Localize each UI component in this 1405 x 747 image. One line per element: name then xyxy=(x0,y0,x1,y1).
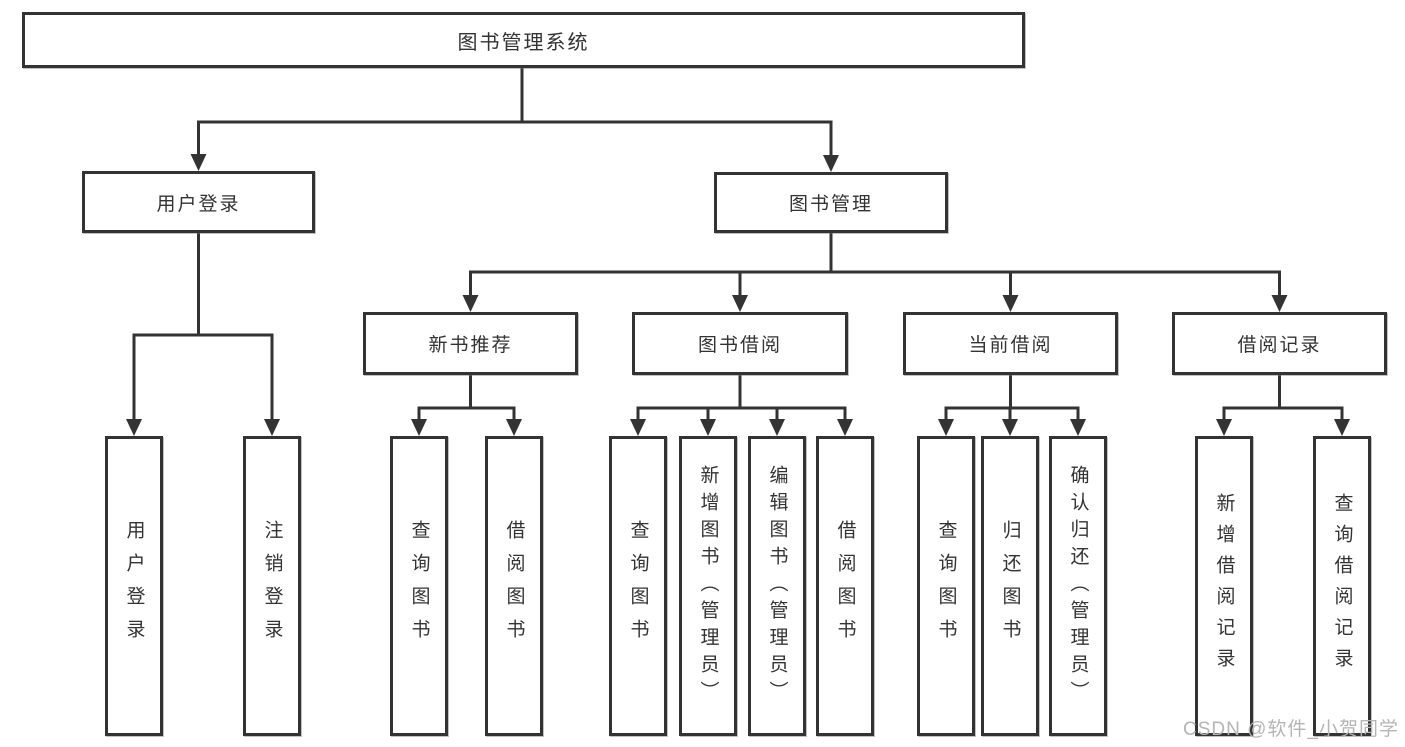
leaf-query-books-recommend: 查询图书 xyxy=(390,436,448,736)
node-current-borrowing: 当前借阅 xyxy=(903,312,1118,375)
node-user-login: 用户登录 xyxy=(82,171,315,233)
node-book-borrowing: 图书借阅 xyxy=(632,312,848,375)
leaf-query-borrow-record: 查询借阅记录 xyxy=(1313,436,1371,736)
leaf-query-books-borrowing: 查询图书 xyxy=(609,436,667,736)
node-new-book-recommend: 新书推荐 xyxy=(363,312,578,375)
leaf-add-book-admin: 新增图书（管理员） xyxy=(679,436,737,736)
node-book-management: 图书管理 xyxy=(714,172,948,233)
leaf-borrow-books-borrowing: 借阅图书 xyxy=(816,436,874,736)
leaf-user-login: 用户登录 xyxy=(105,436,163,736)
node-library-management-system: 图书管理系统 xyxy=(22,12,1025,68)
leaf-query-books-current: 查询图书 xyxy=(917,436,975,736)
leaf-edit-book-admin: 编辑图书（管理员） xyxy=(748,436,806,736)
leaf-add-borrow-record: 新增借阅记录 xyxy=(1195,436,1253,736)
leaf-confirm-return-admin: 确认归还（管理员） xyxy=(1049,436,1107,736)
node-borrowing-records: 借阅记录 xyxy=(1172,312,1387,375)
leaf-return-books: 归还图书 xyxy=(981,436,1039,736)
leaf-borrow-books-recommend: 借阅图书 xyxy=(485,436,543,736)
leaf-logout: 注销登录 xyxy=(243,436,301,736)
